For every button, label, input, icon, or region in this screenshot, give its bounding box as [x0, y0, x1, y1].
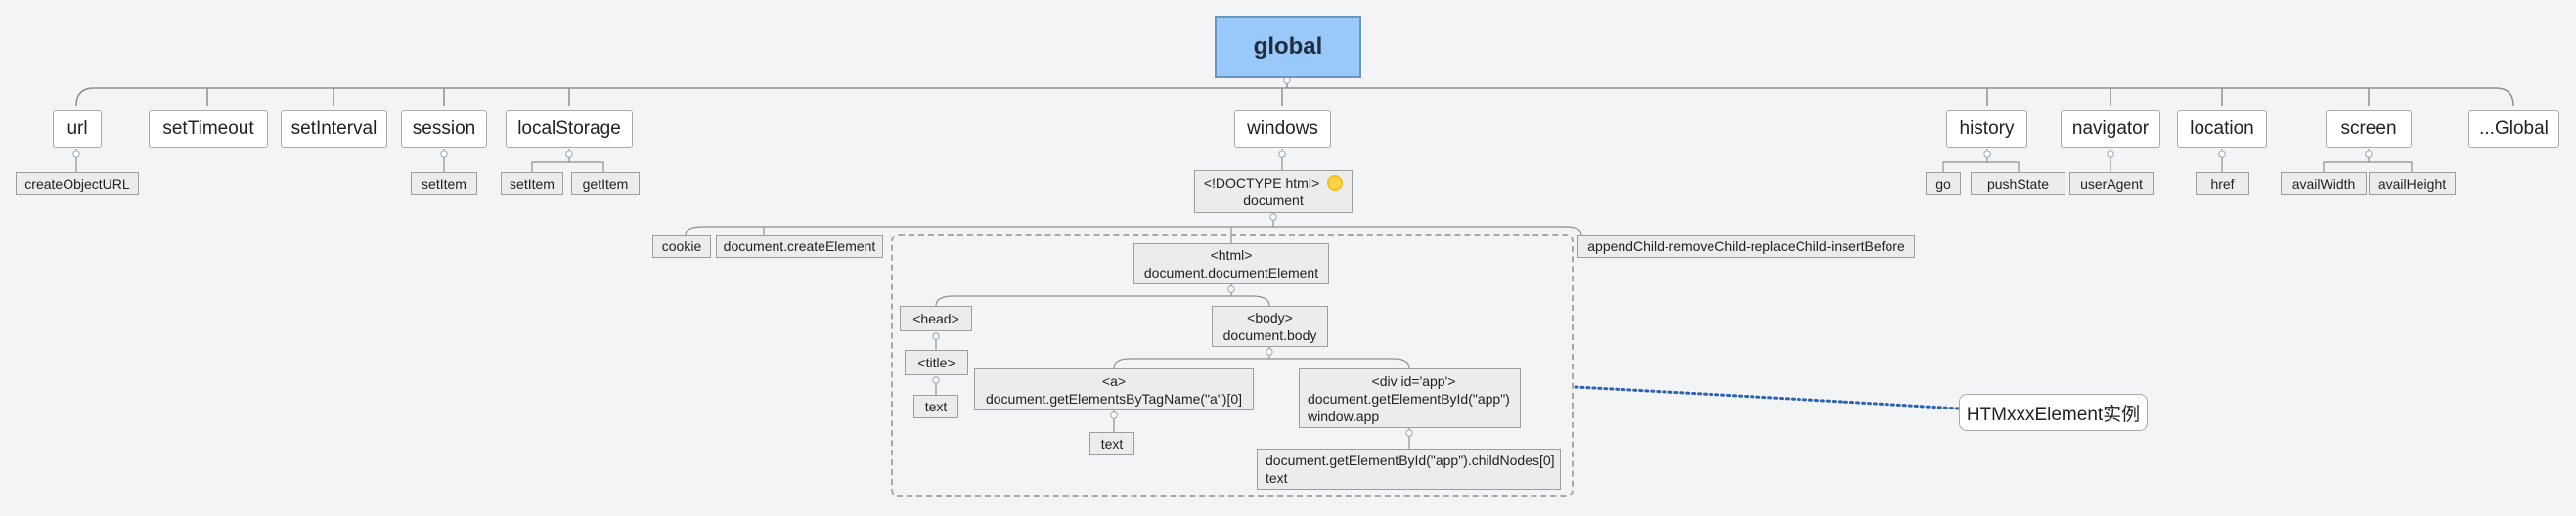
- leaf-localStorage-setItem[interactable]: setItem: [501, 172, 563, 195]
- anchor-api: document.getElementsByTagName("a")[0]: [985, 390, 1243, 407]
- branch-history: [1942, 149, 2020, 172]
- sun-icon: [1327, 175, 1344, 191]
- node-global-more[interactable]: ...Global: [2468, 110, 2559, 148]
- node-div-app[interactable]: <div id='app'> document.getElementById("…: [1299, 368, 1521, 428]
- node-session[interactable]: session: [401, 110, 487, 148]
- leaf-dom-methods-label: appendChild-removeChild-replaceChild-ins…: [1587, 238, 1905, 254]
- node-location-label: location: [2190, 118, 2254, 139]
- node-title[interactable]: <title>: [905, 350, 968, 375]
- document-doctype: <!DOCTYPE html>: [1203, 175, 1320, 191]
- node-anchor[interactable]: <a> document.getElementsByTagName("a")[0…: [974, 368, 1254, 410]
- html-tag: <html>: [1210, 247, 1253, 263]
- node-setTimeout-label: setTimeout: [162, 118, 254, 139]
- node-localStorage-label: localStorage: [517, 118, 621, 139]
- leaf-screen-availHeight-label: availHeight: [2377, 176, 2447, 192]
- leaf-screen-availWidth-label: availWidth: [2291, 176, 2356, 192]
- root-branches: [75, 76, 2514, 107]
- body-tag: <body>: [1247, 310, 1293, 325]
- leaf-screen-availHeight[interactable]: availHeight: [2369, 172, 2456, 195]
- node-anchor-text[interactable]: text: [1089, 432, 1134, 455]
- leaf-history-pushState-label: pushState: [1986, 176, 2050, 192]
- node-history-label: history: [1959, 118, 2015, 139]
- title-text-label: text: [924, 399, 948, 414]
- leaf-session-setItem-label: setItem: [422, 176, 466, 192]
- leaf-location-href-label: href: [2210, 176, 2235, 192]
- callout-htmlelement-instance[interactable]: HTMxxxElement实例: [1959, 394, 2148, 431]
- node-head[interactable]: <head>: [900, 306, 972, 331]
- body-api: document.body: [1222, 327, 1317, 343]
- document-label: document: [1243, 193, 1304, 208]
- root-bus: [75, 87, 2514, 107]
- leaf-navigator-userAgent-label: userAgent: [2080, 176, 2143, 192]
- root-label: global: [1253, 33, 1323, 60]
- node-navigator-label: navigator: [2071, 118, 2150, 139]
- html-api: document.documentElement: [1143, 265, 1319, 280]
- node-url-label: url: [67, 118, 88, 139]
- leaf-createElement[interactable]: document.createElement: [716, 235, 883, 258]
- leaf-history-go[interactable]: go: [1926, 172, 1961, 195]
- node-body[interactable]: <body> document.body: [1212, 306, 1328, 347]
- node-location[interactable]: location: [2177, 110, 2267, 148]
- callout-connector: [1574, 385, 1961, 410]
- leaf-cookie-label: cookie: [661, 238, 702, 254]
- leaf-cookie[interactable]: cookie: [652, 235, 711, 258]
- node-windows[interactable]: windows: [1234, 110, 1331, 148]
- node-setTimeout[interactable]: setTimeout: [149, 110, 268, 148]
- div-child-text: text: [1266, 470, 1288, 486]
- head-tag: <head>: [912, 311, 959, 326]
- div-api: document.getElementById("app"): [1308, 390, 1510, 407]
- node-setInterval[interactable]: setInterval: [281, 110, 387, 148]
- leaf-localStorage-getItem-label: getItem: [582, 176, 629, 192]
- collapse-dots: [72, 76, 2373, 437]
- node-setInterval-label: setInterval: [290, 118, 378, 139]
- node-title-text[interactable]: text: [913, 395, 958, 418]
- leaf-localStorage-getItem[interactable]: getItem: [571, 172, 640, 195]
- node-document[interactable]: <!DOCTYPE html> document: [1194, 170, 1353, 213]
- leaf-localStorage-setItem-label: setItem: [510, 176, 555, 192]
- anchor-tag: <a>: [1101, 372, 1127, 389]
- div-child-api: document.getElementById("app").childNode…: [1266, 452, 1555, 468]
- dom-tree-boundary: [891, 234, 1574, 497]
- node-div-child[interactable]: document.getElementById("app").childNode…: [1257, 449, 1561, 490]
- root-node-global[interactable]: global: [1215, 16, 1361, 78]
- node-localStorage[interactable]: localStorage: [506, 110, 633, 148]
- leaf-createObjectURL-label: createObjectURL: [24, 176, 130, 192]
- node-screen[interactable]: screen: [2326, 110, 2412, 148]
- leaf-location-href[interactable]: href: [2196, 172, 2249, 195]
- leaf-screen-availWidth[interactable]: availWidth: [2281, 172, 2367, 195]
- callout-label: HTMxxxElement实例: [1966, 404, 2141, 425]
- node-history[interactable]: history: [1946, 110, 2027, 148]
- node-session-label: session: [412, 118, 476, 139]
- node-html[interactable]: <html> document.documentElement: [1133, 243, 1329, 284]
- leaf-createObjectURL[interactable]: createObjectURL: [16, 172, 139, 195]
- anchor-text-label: text: [1100, 436, 1124, 452]
- document-title-row: <!DOCTYPE html>: [1203, 174, 1344, 192]
- leaf-session-setItem[interactable]: setItem: [411, 172, 477, 195]
- leaf-dom-methods[interactable]: appendChild-removeChild-replaceChild-ins…: [1577, 235, 1915, 258]
- div-tag: <div id='app'>: [1371, 372, 1456, 389]
- node-url[interactable]: url: [53, 110, 102, 148]
- node-navigator[interactable]: navigator: [2061, 110, 2160, 148]
- leaf-createElement-label: document.createElement: [723, 238, 876, 254]
- branch-document: [685, 213, 1582, 236]
- node-windows-label: windows: [1247, 118, 1318, 139]
- div-window-app: window.app: [1308, 408, 1380, 424]
- node-global-more-label: ...Global: [2479, 118, 2549, 139]
- leaf-navigator-userAgent[interactable]: userAgent: [2069, 172, 2154, 195]
- leaf-history-pushState[interactable]: pushState: [1971, 172, 2065, 195]
- node-screen-label: screen: [2340, 118, 2397, 139]
- leaf-history-go-label: go: [1935, 176, 1951, 192]
- title-tag: <title>: [917, 355, 955, 370]
